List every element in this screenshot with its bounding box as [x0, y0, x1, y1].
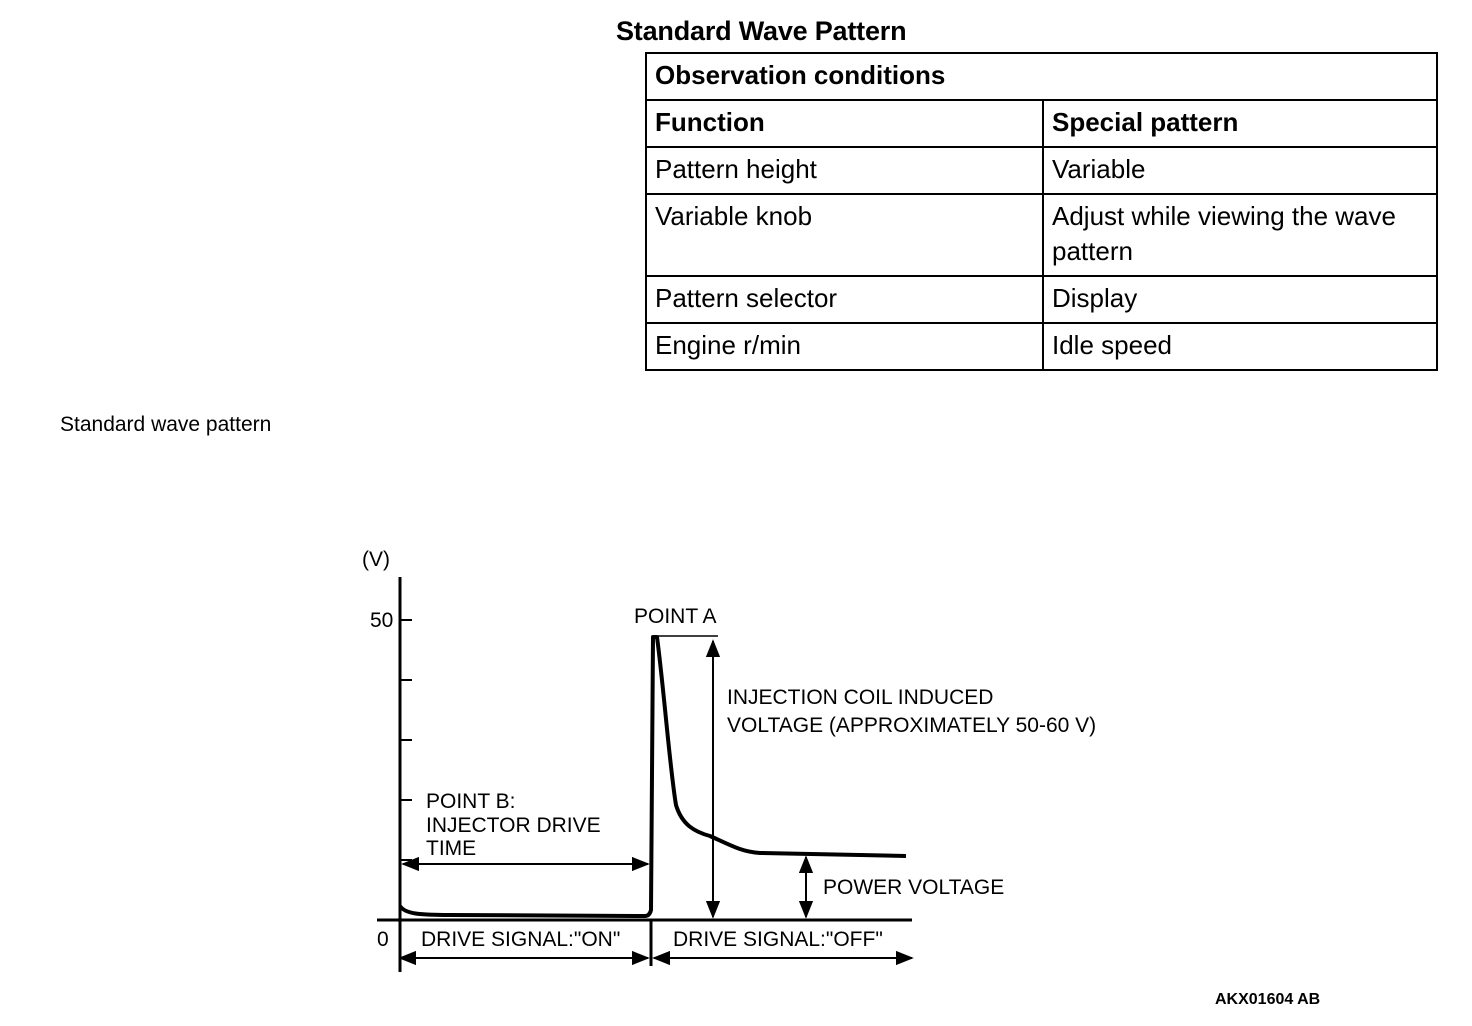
table-row: Pattern height Variable	[645, 146, 1438, 195]
observation-conditions-table: Observation conditions Function Special …	[645, 52, 1438, 371]
table-cell: Idle speed	[1042, 322, 1438, 371]
drive-signal-on-label: DRIVE SIGNAL:"ON"	[421, 928, 620, 951]
y-max-label: 50	[370, 609, 393, 632]
induced-voltage-label-line2: VOLTAGE (APPROXIMATELY 50-60 V)	[727, 714, 1096, 737]
figure-code: AKX01604 AB	[1215, 991, 1320, 1008]
table-cell: Variable knob	[645, 193, 1044, 277]
table-cell: Variable	[1042, 146, 1438, 195]
point-a-label: POINT A	[634, 605, 716, 628]
table-title: Observation conditions	[645, 52, 1438, 101]
table-cell: Display	[1042, 275, 1438, 324]
power-voltage-label: POWER VOLTAGE	[823, 876, 1004, 899]
point-b-label-line3: TIME	[426, 837, 476, 860]
column-header-function: Function	[645, 99, 1044, 148]
table-row: Pattern selector Display	[645, 275, 1438, 324]
column-header-special-pattern: Special pattern	[1042, 99, 1438, 148]
table-row: Variable knob Adjust while viewing the w…	[645, 193, 1438, 277]
table-cell: Pattern height	[645, 146, 1044, 195]
drive-signal-off-label: DRIVE SIGNAL:"OFF"	[673, 928, 883, 951]
figure-caption: Standard wave pattern	[60, 413, 272, 436]
y-unit-label: (V)	[362, 548, 390, 571]
table-title-row: Observation conditions	[645, 52, 1438, 101]
table-cell: Adjust while viewing the wave pattern	[1042, 193, 1438, 277]
y-zero-label: 0	[377, 928, 389, 951]
point-b-label-line2: INJECTOR DRIVE	[426, 814, 601, 837]
waveform-trace	[398, 635, 907, 918]
page-heading: Standard Wave Pattern	[616, 16, 907, 46]
table-cell: Engine r/min	[645, 322, 1044, 371]
induced-voltage-label-line1: INJECTION COIL INDUCED	[727, 686, 993, 709]
point-b-label-line1: POINT B:	[426, 790, 515, 813]
table-cell: Pattern selector	[645, 275, 1044, 324]
table-row: Engine r/min Idle speed	[645, 322, 1438, 371]
table-header-row: Function Special pattern	[645, 99, 1438, 148]
